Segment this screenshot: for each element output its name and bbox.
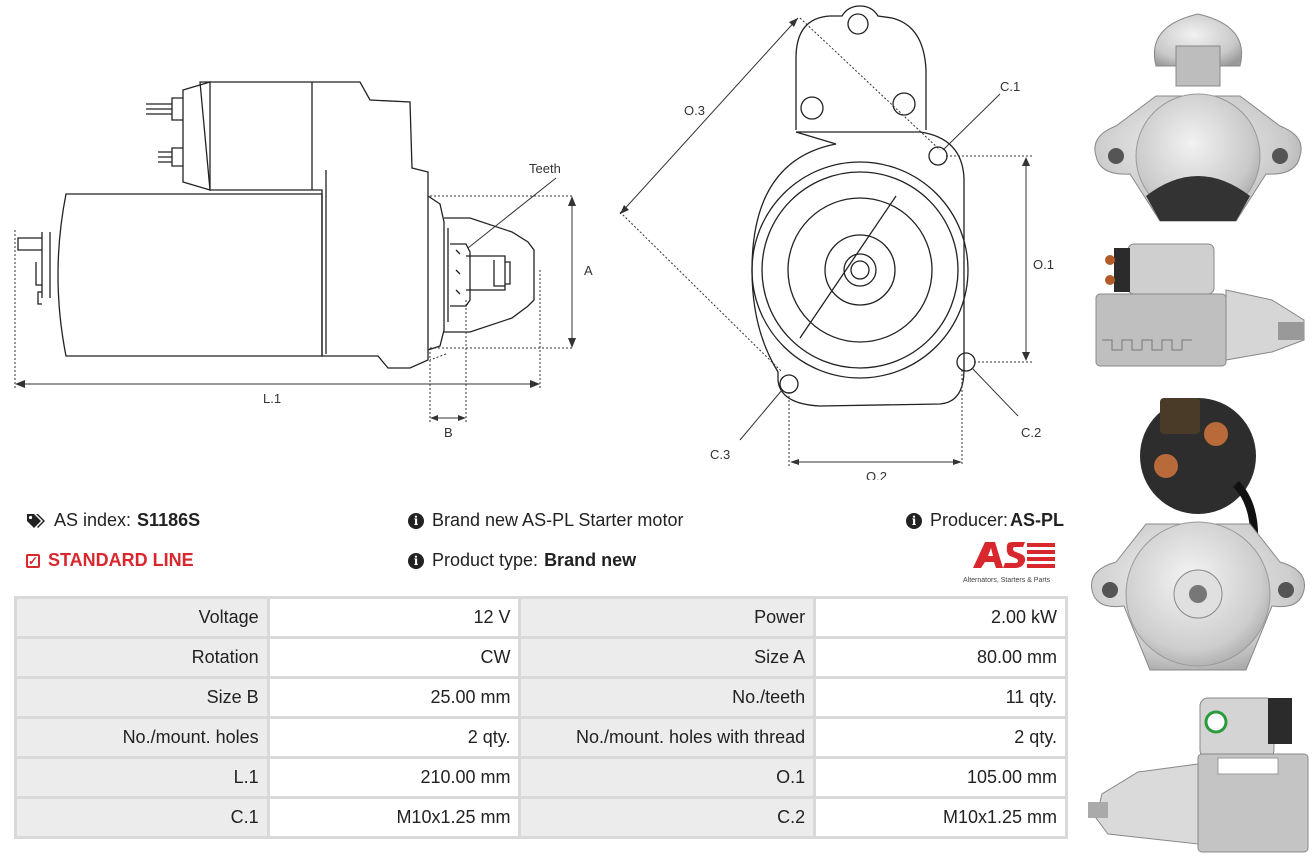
product-photo-front <box>1094 13 1302 222</box>
as-index-label: AS index: <box>54 510 132 530</box>
spec-label: O.1 <box>521 759 814 796</box>
label-o1: O.1 <box>1033 257 1054 272</box>
spec-value: 2 qty. <box>269 719 519 756</box>
spec-label: No./teeth <box>521 679 814 716</box>
checkbox-checked-icon: ✓ <box>26 553 40 568</box>
spec-value: M10x1.25 mm <box>816 799 1065 836</box>
spec-value: 210.00 mm <box>269 759 519 796</box>
tags-icon <box>26 513 46 529</box>
label-l1: L.1 <box>263 391 281 406</box>
spec-label: Voltage <box>17 599 267 636</box>
label-c2: C.2 <box>1021 425 1041 440</box>
spec-value: 11 qty. <box>816 679 1065 716</box>
spec-label: Size B <box>17 679 267 716</box>
spec-label: L.1 <box>17 759 267 796</box>
as-index-value: S1186S <box>137 510 201 530</box>
description: i Brand new AS-PL Starter motor <box>408 510 683 531</box>
spec-label: C.1 <box>17 799 267 836</box>
technical-drawing: Teeth A B L.1 O.1 O.2 O.3 C.1 C.2 C.3 <box>14 5 1054 480</box>
spec-label: No./mount. holes <box>17 719 267 756</box>
spec-label: Size A <box>521 639 814 676</box>
label-c3: C.3 <box>710 447 730 462</box>
producer-value: AS-PL <box>1010 510 1065 530</box>
label-o2: O.2 <box>866 469 887 480</box>
product-type-label: Product type: <box>432 550 539 570</box>
product-type: i Product type: Brand new <box>408 550 636 571</box>
label-b: B <box>444 425 453 440</box>
spec-value: 2.00 kW <box>816 599 1065 636</box>
info-icon: i <box>906 512 922 529</box>
spec-value: 12 V <box>269 599 519 636</box>
spec-value: M10x1.25 mm <box>269 799 519 836</box>
standard-line-label: STANDARD LINE <box>48 550 194 570</box>
producer: i Producer: AS-PL <box>906 510 1064 531</box>
spec-value: 80.00 mm <box>816 639 1065 676</box>
producer-label: Producer: <box>930 510 1009 530</box>
spec-label: No./mount. holes with thread <box>521 719 814 756</box>
product-photo-side <box>1095 243 1305 367</box>
brand-tagline: Alternators, Starters & Parts <box>963 577 1051 584</box>
spec-label: Power <box>521 599 814 636</box>
label-o3: O.3 <box>684 103 705 118</box>
spec-value: 2 qty. <box>816 719 1065 756</box>
label-teeth: Teeth <box>529 161 561 176</box>
info-icon: i <box>408 552 424 569</box>
product-type-value: Brand new <box>544 550 637 570</box>
spec-label: C.2 <box>521 799 814 836</box>
product-photo-rear <box>1091 398 1305 671</box>
label-c1: C.1 <box>1000 79 1020 94</box>
spec-label: Rotation <box>17 639 267 676</box>
info-icon: i <box>408 512 424 529</box>
as-index: AS index: S1186S <box>26 510 200 531</box>
description-text: Brand new AS-PL Starter motor <box>432 510 684 530</box>
spec-value: CW <box>269 639 519 676</box>
standard-line: ✓ STANDARD LINE <box>26 550 194 571</box>
spec-value: 105.00 mm <box>816 759 1065 796</box>
product-photo-side-labeled <box>1088 697 1309 853</box>
spec-value: 25.00 mm <box>269 679 519 716</box>
brand-logo: Alternators, Starters & Parts <box>963 540 1069 584</box>
as-logo-icon <box>973 542 1055 568</box>
label-a: A <box>584 263 593 278</box>
